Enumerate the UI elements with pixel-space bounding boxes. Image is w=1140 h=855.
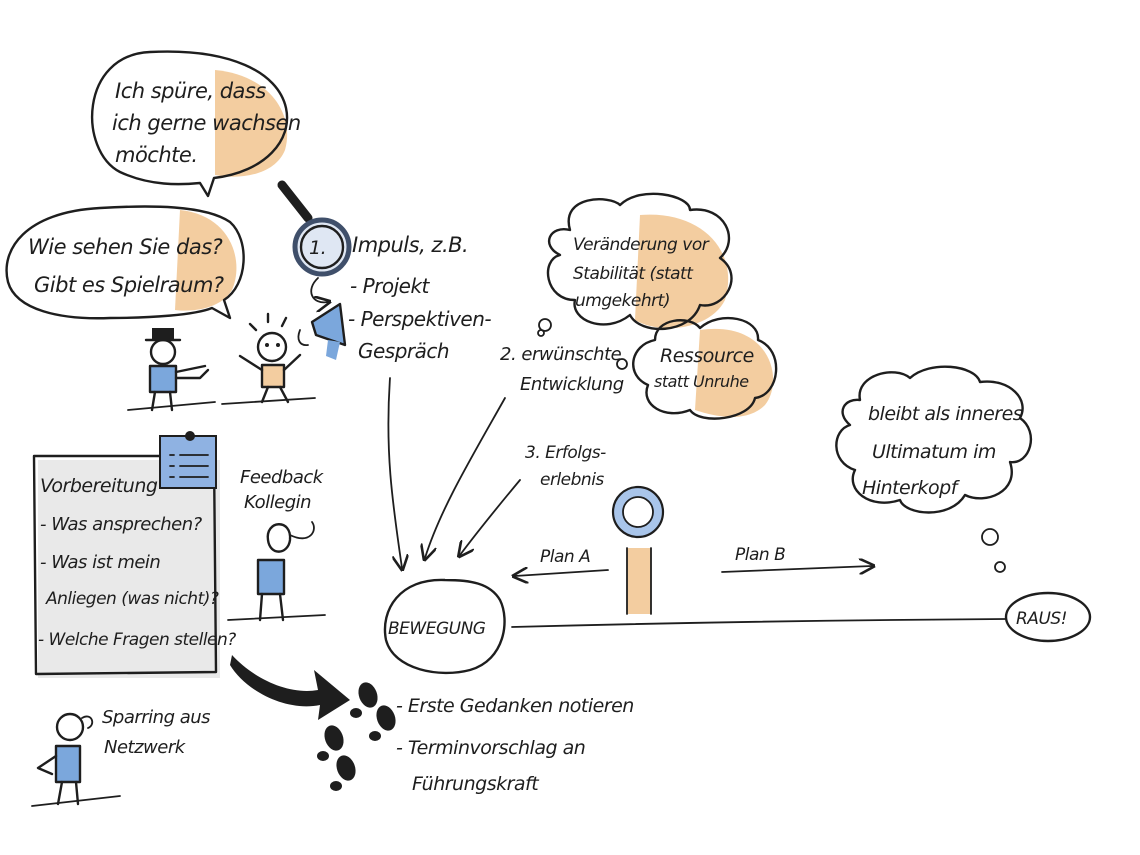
cloud-resource-line-2: statt Unruhe <box>654 372 749 391</box>
speech-top-line-1: Ich spüre, dass <box>115 79 266 103</box>
step-2: - Terminvorschlag an <box>396 737 585 759</box>
cloud-change-line-1: Veränderung vor <box>573 235 710 255</box>
thought-cloud-right: bleibt als inneres Ultimatum im Hinterko… <box>835 365 1032 573</box>
preparation-item-4: - Welche Fragen stellen? <box>38 630 236 650</box>
preparation-title: Vorbereitung <box>40 475 158 497</box>
plan-a-label: Plan A <box>540 547 590 567</box>
big-arrow-icon <box>230 655 350 720</box>
impulse-item-1: - Projekt <box>350 274 431 298</box>
magnifier-icon <box>277 180 352 277</box>
success-line-1: 3. Erfolgs- <box>525 443 606 463</box>
plan-b-label: Plan B <box>735 545 785 565</box>
cloud-resource: Ressource statt Unruhe <box>616 316 778 420</box>
colleague-figure <box>227 521 326 622</box>
development-line-2: Entwicklung <box>520 374 624 395</box>
manager-figure <box>127 328 216 412</box>
thought-line-3: Hinterkopf <box>862 477 961 499</box>
speech-bubble-top: Ich spüre, dass ich gerne wachsen möchte… <box>91 50 301 198</box>
employee-figure <box>221 312 316 405</box>
impulse-number: 1. <box>309 237 326 259</box>
speech-top-line-2: ich gerne wachsen <box>112 111 301 135</box>
arrows-to-movement <box>387 377 521 568</box>
plan-a-arrow <box>515 570 609 576</box>
plan-b-arrow <box>721 566 872 572</box>
raus-label: RAUS! <box>1016 609 1067 629</box>
sparring-figure <box>31 712 121 807</box>
feedback-line-1: Feedback <box>240 467 325 488</box>
impulse-item-2: - Perspektiven- <box>348 307 491 331</box>
thought-line-2: Ultimatum im <box>872 441 996 463</box>
impulse-item-2b: Gespräch <box>358 339 449 363</box>
preparation-item-3: Anliegen (was nicht)? <box>45 589 219 609</box>
cloud-change-line-2: Stabilität (statt <box>573 264 694 284</box>
speech-left-line-2: Gibt es Spielraum? <box>34 273 224 297</box>
step-2b: Führungskraft <box>412 773 540 795</box>
sparring-line-2: Netzwerk <box>104 737 187 758</box>
preparation-card: Vorbereitung - Was ansprechen? - Was ist… <box>32 431 237 678</box>
preparation-item-1: - Was ansprechen? <box>40 514 203 535</box>
cloud-change-line-3: umgekehrt) <box>575 291 670 311</box>
development-line-1: 2. erwünschte <box>500 344 622 365</box>
impulse-title: Impuls, z.B. <box>352 233 468 257</box>
thought-line-1: bleibt als inneres <box>868 403 1023 425</box>
cloud-resource-line-1: Ressource <box>660 345 754 367</box>
preparation-item-2: - Was ist mein <box>40 552 160 573</box>
speech-top-line-3: möchte. <box>115 143 198 167</box>
raus-bubble: RAUS! <box>1004 591 1092 643</box>
step-1: - Erste Gedanken notieren <box>396 695 634 717</box>
speech-left-line-1: Wie sehen Sie das? <box>28 235 223 259</box>
decision-figure <box>611 485 665 615</box>
feedback-line-2: Kollegin <box>244 492 311 513</box>
cloud-change: Veränderung vor Stabilität (statt umgeke… <box>537 192 733 337</box>
movement-circle: BEWEGUNG <box>383 578 506 675</box>
megaphone-icon <box>297 302 347 360</box>
speech-bubble-left: Wie sehen Sie das? Gibt es Spielraum? <box>5 205 245 320</box>
sparring-line-1: Sparring aus <box>102 707 210 728</box>
success-line-2: erlebnis <box>540 470 604 490</box>
movement-label: BEWEGUNG <box>388 619 486 639</box>
line-to-raus <box>511 618 1006 628</box>
footprints-icon <box>317 682 396 791</box>
